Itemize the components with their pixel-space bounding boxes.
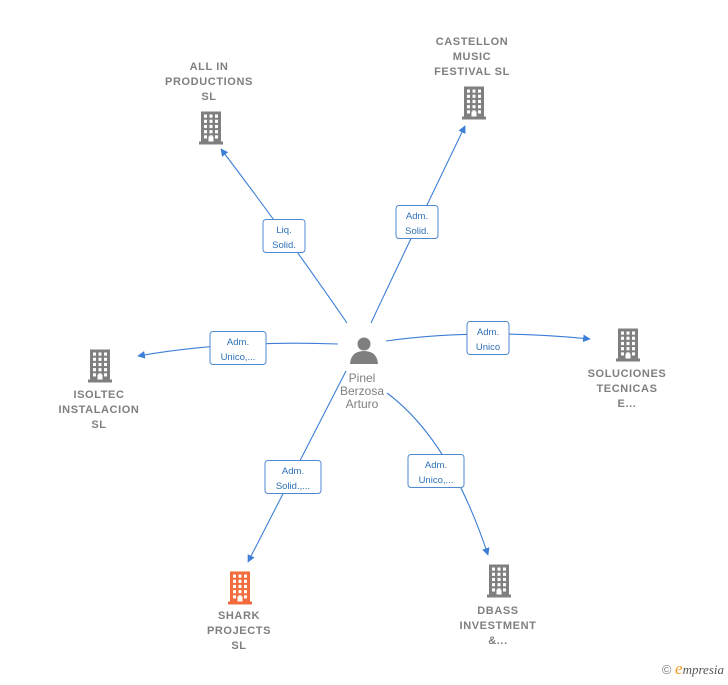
edge-label-box xyxy=(264,460,322,494)
company-name-line: ISOLTEC xyxy=(73,389,124,401)
building-icon xyxy=(487,564,511,598)
edge-label-isoltec-instalacion[interactable]: Adm. Unico,... xyxy=(209,331,267,365)
edge-label-text: Solid.,... xyxy=(276,481,310,492)
company-node-castellon-music-festival[interactable]: CASTELLON MUSIC FESTIVAL SL xyxy=(434,36,510,120)
company-name-line: FESTIVAL SL xyxy=(434,66,510,78)
edge-label-shark-projects[interactable]: Adm. Solid.,... xyxy=(264,460,322,494)
edge-label-text: Adm. xyxy=(227,337,249,348)
company-name-line: SL xyxy=(91,419,106,431)
edge-label-text: Unico xyxy=(476,342,500,353)
person-name-line: Berzosa xyxy=(340,384,384,398)
company-node-soluciones-tecnicas[interactable]: SOLUCIONES TECNICAS E... xyxy=(588,328,667,411)
edge-label-box xyxy=(209,331,267,365)
company-node-all-in-productions[interactable]: ALL IN PRODUCTIONS SL xyxy=(165,61,253,145)
edge-label-soluciones-tecnicas[interactable]: Adm. Unico xyxy=(466,321,510,355)
building-icon xyxy=(462,86,486,120)
brand-logo-text: mpresia xyxy=(682,662,724,677)
edge-label-text: Unico,... xyxy=(419,475,454,486)
company-node-dbass-investment[interactable]: DBASS INVESTMENT &... xyxy=(460,564,537,648)
company-name-line: INVESTMENT xyxy=(460,620,537,632)
company-name-line: CASTELLON xyxy=(436,36,509,48)
building-icon xyxy=(199,111,223,145)
edge-label-box xyxy=(395,205,439,239)
company-name-line: TECNICAS xyxy=(596,383,657,395)
company-name-line: SHARK xyxy=(218,610,260,622)
company-node-shark-projects[interactable]: SHARK PROJECTS SL xyxy=(207,571,271,653)
company-name-line: SL xyxy=(201,91,216,103)
person-name-line: Arturo xyxy=(346,397,379,411)
edge-label-text: Liq. xyxy=(276,225,291,236)
company-name-line: PROJECTS xyxy=(207,625,271,637)
edge-label-text: Adm. xyxy=(282,466,304,477)
company-name-line: ALL IN xyxy=(190,61,229,73)
brand-logo-initial: e xyxy=(675,659,683,678)
company-name-line: MUSIC xyxy=(453,51,491,63)
edge-label-dbass-investment[interactable]: Adm. Unico,... xyxy=(407,454,465,488)
building-icon xyxy=(228,571,252,605)
edge-label-text: Adm. xyxy=(406,211,428,222)
edge-label-text: Solid. xyxy=(272,240,296,251)
edge-label-text: Adm. xyxy=(425,460,447,471)
copyright-symbol: © xyxy=(661,662,672,677)
edge-label-text: Solid. xyxy=(405,226,429,237)
watermark: © empresia xyxy=(662,659,724,679)
company-name-line: E... xyxy=(618,398,637,410)
company-name-line: DBASS xyxy=(477,605,519,617)
edge-label-box xyxy=(262,219,306,253)
edge-label-box xyxy=(407,454,465,488)
edge-label-castellon-music-festival[interactable]: Adm. Solid. xyxy=(395,205,439,239)
edge-label-text: Unico,... xyxy=(221,352,256,363)
person-name-line: Pinel xyxy=(349,371,376,385)
company-name-line: SL xyxy=(231,640,246,652)
company-name-line: INSTALACION xyxy=(59,404,140,416)
company-name-line: SOLUCIONES xyxy=(588,368,667,380)
edge-label-all-in-productions[interactable]: Liq. Solid. xyxy=(262,219,306,253)
person-icon xyxy=(350,337,378,364)
edge-label-text: Adm. xyxy=(477,327,499,338)
edge-label-box xyxy=(466,321,510,355)
company-name-line: &... xyxy=(488,635,508,647)
company-name-line: PRODUCTIONS xyxy=(165,76,253,88)
building-icon xyxy=(88,349,112,383)
company-node-isoltec-instalacion[interactable]: ISOLTEC INSTALACION SL xyxy=(59,349,140,432)
building-icon xyxy=(616,328,640,362)
